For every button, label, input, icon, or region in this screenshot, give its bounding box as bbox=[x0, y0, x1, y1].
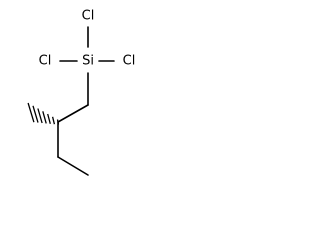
molecule-structure: Cl Cl Si Cl bbox=[27, 9, 136, 176]
silicon-label: Si bbox=[82, 54, 94, 69]
bonds bbox=[27, 26, 115, 176]
chlorine-top-label: Cl bbox=[82, 9, 95, 24]
chlorine-left-label: Cl bbox=[39, 54, 52, 69]
hashed-wedge-methyl bbox=[27, 102, 60, 125]
ethyl-terminal-bond bbox=[57, 156, 89, 176]
chlorine-right-label: Cl bbox=[123, 54, 136, 69]
atom-labels: Cl Cl Si Cl bbox=[39, 9, 136, 69]
ch2-chiral-bond bbox=[57, 104, 89, 123]
